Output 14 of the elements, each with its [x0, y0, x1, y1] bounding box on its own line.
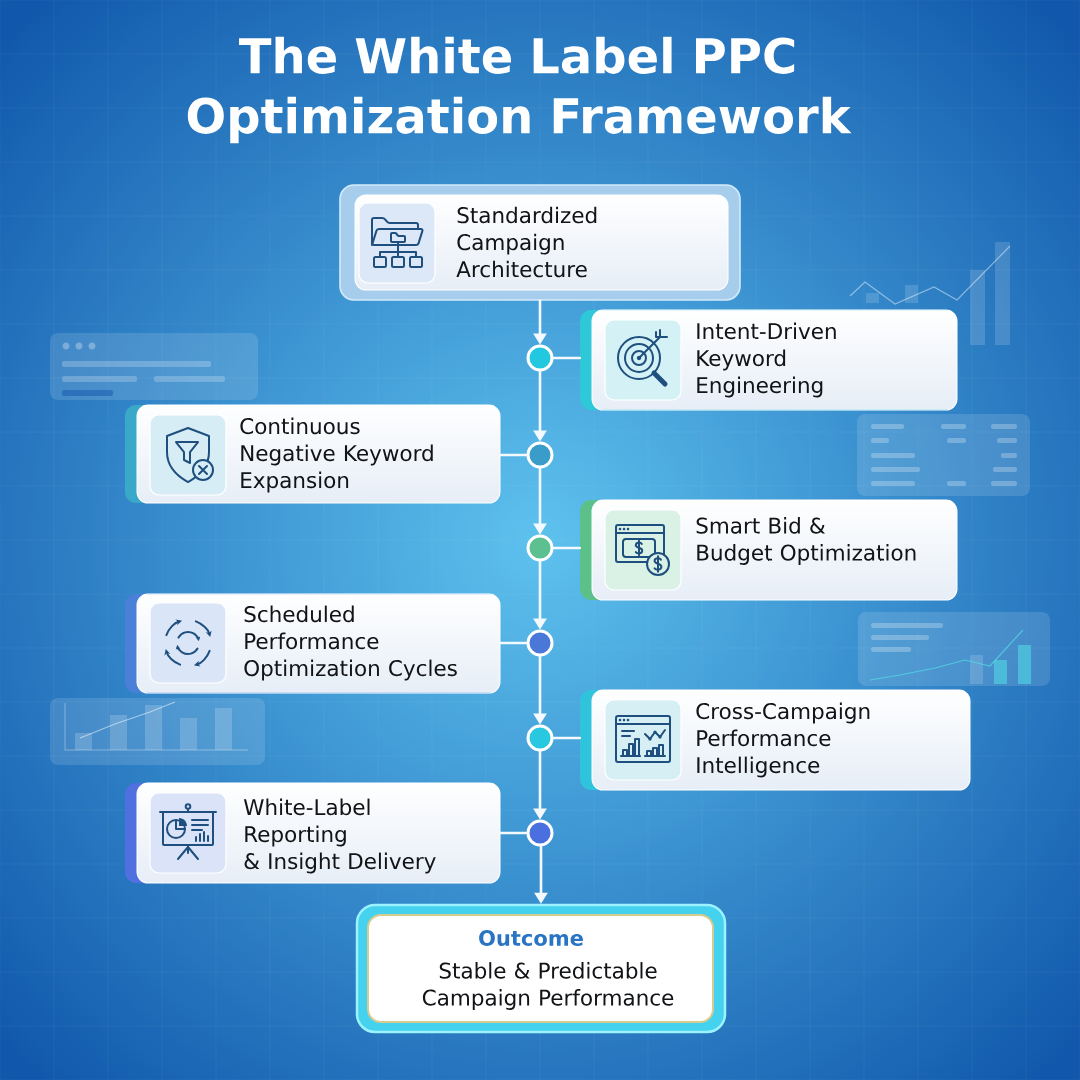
- connector-line: [498, 641, 528, 645]
- timeline-dot: [526, 819, 554, 847]
- timeline-dot: [526, 441, 554, 469]
- outcome-card: Outcome Stable & Predictable Campaign Performance: [355, 903, 727, 1034]
- connector-line: [552, 736, 582, 740]
- connector-line: [552, 546, 582, 550]
- timeline-dot: [526, 724, 554, 752]
- title: The White Label PPC Optimization Framework: [187, 36, 852, 144]
- timeline-dot: [526, 344, 554, 372]
- connector-line: [552, 356, 582, 360]
- connector-line: [498, 453, 528, 457]
- connector-line: [498, 831, 528, 835]
- timeline-dot: [526, 629, 554, 657]
- timeline-dot: [526, 534, 554, 562]
